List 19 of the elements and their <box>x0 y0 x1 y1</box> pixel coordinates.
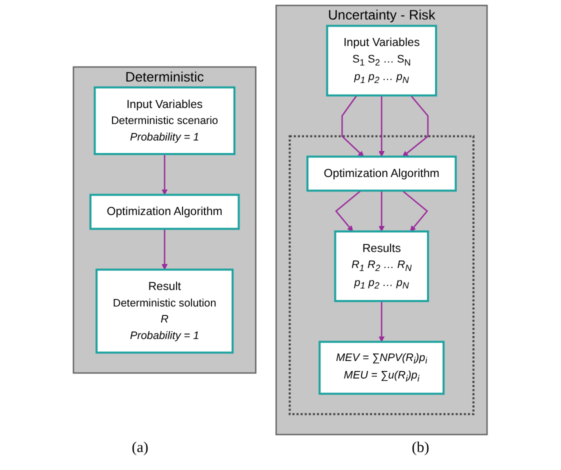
node-box: Result Deterministic solution R Probability = 1 <box>96 268 234 354</box>
node-box: Results R$_{1}$ R$_{2}$ … R$_{N}$ p$_{1}$ p$_{2}$ … p$_{N}$ <box>334 230 430 302</box>
arrow <box>378 301 385 342</box>
node-box: Input Variables S$_{1}$ S$_{2}$ … S$_{N}$ p$_{1}$ p$_{2}$ … p$_{N}$ <box>326 24 438 96</box>
panel-caption: (b) <box>412 440 430 457</box>
arrow <box>342 95 364 157</box>
cluster <box>288 135 475 416</box>
arrow <box>162 228 168 270</box>
arrow <box>378 190 385 232</box>
panel-caption: (a) <box>132 440 148 457</box>
arrow <box>402 190 428 232</box>
node-box: MEV = ∑NPV(R$_{i}$)p$_{i}$ MEU = ∑u(R$_{i}$)p$_{i}$ <box>318 340 445 395</box>
arrow <box>402 95 429 157</box>
arrow <box>335 190 362 232</box>
arrow <box>378 95 385 157</box>
node-box: Input Variables Deterministic scenario Probability = 1 <box>94 86 236 156</box>
node-box: Optimization Algorithm <box>306 156 458 192</box>
arrow <box>162 154 168 196</box>
node-box: Optimization Algorithm <box>90 194 240 230</box>
